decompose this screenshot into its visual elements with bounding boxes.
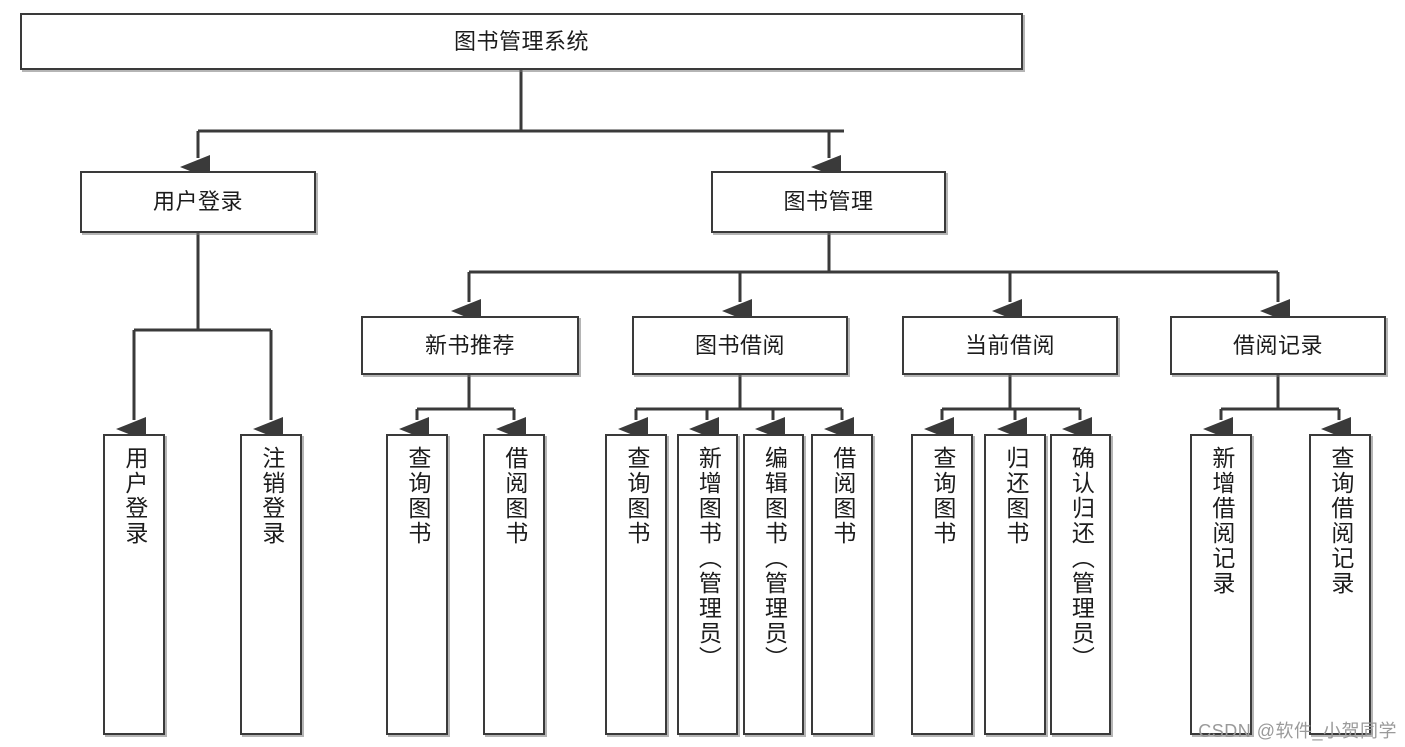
node-leaf-return-book-label: 归还图书	[1002, 446, 1029, 546]
node-leaf-borrow-book-recommend[interactable]: 借阅图书	[483, 434, 545, 735]
node-leaf-borrow-book-label: 借阅图书	[829, 446, 856, 546]
node-leaf-borrow-book-recommend-label: 借阅图书	[501, 446, 528, 546]
node-book-borrow-label: 图书借阅	[694, 332, 785, 358]
node-leaf-query-borrow-record[interactable]: 查询借阅记录	[1309, 434, 1371, 735]
node-borrow-record-label: 借阅记录	[1232, 332, 1323, 358]
node-leaf-query-book-recommend[interactable]: 查询图书	[386, 434, 448, 735]
node-leaf-query-book-recommend-label: 查询图书	[404, 446, 431, 546]
node-book-borrow[interactable]: 图书借阅	[632, 316, 848, 375]
node-leaf-query-borrow-record-label: 查询借阅记录	[1327, 446, 1354, 596]
node-leaf-borrow-book[interactable]: 借阅图书	[811, 434, 873, 735]
node-leaf-return-book[interactable]: 归还图书	[984, 434, 1046, 735]
node-leaf-query-book-borrow[interactable]: 查询图书	[605, 434, 667, 735]
node-leaf-edit-book-admin[interactable]: 编辑图书（管理员）	[743, 434, 804, 735]
node-leaf-add-borrow-record-label: 新增借阅记录	[1208, 446, 1235, 596]
node-root[interactable]: 图书管理系统	[20, 13, 1023, 70]
node-leaf-confirm-return-admin[interactable]: 确认归还（管理员）	[1050, 434, 1111, 735]
node-leaf-user-login[interactable]: 用户登录	[103, 434, 165, 735]
node-leaf-add-borrow-record[interactable]: 新增借阅记录	[1190, 434, 1252, 735]
node-leaf-add-book-admin[interactable]: 新增图书（管理员）	[677, 434, 738, 735]
node-leaf-user-login-label: 用户登录	[121, 446, 148, 546]
node-user-login-label: 用户登录	[152, 189, 243, 215]
node-leaf-logout-label: 注销登录	[258, 446, 285, 546]
node-current-borrow[interactable]: 当前借阅	[902, 316, 1118, 375]
node-user-login[interactable]: 用户登录	[80, 171, 316, 233]
node-root-label: 图书管理系统	[453, 28, 589, 54]
node-leaf-query-book-current[interactable]: 查询图书	[911, 434, 973, 735]
node-new-book-recommend-label: 新书推荐	[424, 332, 515, 358]
node-book-management[interactable]: 图书管理	[711, 171, 946, 233]
csdn-watermark: CSDN @软件_小贺同学	[1198, 721, 1397, 741]
node-new-book-recommend[interactable]: 新书推荐	[361, 316, 579, 375]
node-leaf-logout[interactable]: 注销登录	[240, 434, 302, 735]
node-leaf-edit-book-admin-label: 编辑图书（管理员）	[761, 446, 788, 671]
node-leaf-query-book-borrow-label: 查询图书	[623, 446, 650, 546]
node-leaf-add-book-admin-label: 新增图书（管理员）	[695, 446, 722, 671]
node-book-management-label: 图书管理	[783, 189, 874, 215]
node-current-borrow-label: 当前借阅	[964, 332, 1055, 358]
node-borrow-record[interactable]: 借阅记录	[1170, 316, 1386, 375]
node-leaf-confirm-return-admin-label: 确认归还（管理员）	[1068, 446, 1095, 671]
node-leaf-query-book-current-label: 查询图书	[929, 446, 956, 546]
